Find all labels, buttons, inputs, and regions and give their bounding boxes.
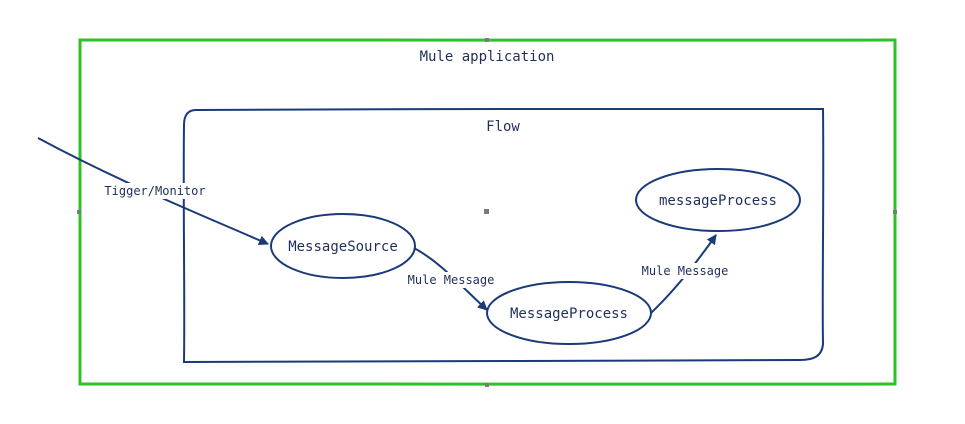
edge-trigger-label: Tigger/Monitor — [104, 184, 205, 198]
edge-source-to-process[interactable]: Mule Message — [407, 247, 495, 311]
application-title: Mule application — [420, 49, 555, 65]
application-border — [78, 38, 897, 386]
flow-title: Flow — [486, 119, 520, 135]
edge-source-to-process-label: Mule Message — [408, 273, 495, 287]
node-message-process-label: MessageProcess — [510, 306, 628, 322]
edge-process-to-process[interactable]: Mule Message — [641, 234, 729, 314]
handle-top[interactable] — [485, 38, 489, 42]
node-message-process-2-label: messageProcess — [659, 193, 777, 209]
flow-border — [182, 107, 825, 364]
edge-process-to-process-label: Mule Message — [642, 264, 729, 278]
handle-left[interactable] — [77, 210, 81, 214]
node-message-process-2-shape — [635, 168, 801, 232]
edge-source-to-process-label-bg — [407, 272, 495, 288]
node-message-source-shape — [270, 213, 416, 279]
node-message-source[interactable]: MessageSource — [270, 213, 416, 279]
edge-trigger-label-bg — [104, 183, 206, 199]
edge-process-to-process-label-bg — [641, 263, 729, 279]
flow-container[interactable]: Flow — [182, 107, 825, 364]
handle-right[interactable] — [893, 210, 897, 214]
node-message-source-label: MessageSource — [288, 239, 398, 255]
edge-trigger[interactable]: Tigger/Monitor — [37, 137, 269, 245]
node-message-process-2[interactable]: messageProcess — [635, 168, 801, 232]
mule-application-container[interactable]: Mule application — [78, 38, 897, 386]
handle-center[interactable] — [484, 209, 489, 214]
selection-handles[interactable] — [77, 38, 897, 387]
node-message-process[interactable]: MessageProcess — [486, 281, 652, 345]
handle-bottom[interactable] — [485, 383, 489, 387]
